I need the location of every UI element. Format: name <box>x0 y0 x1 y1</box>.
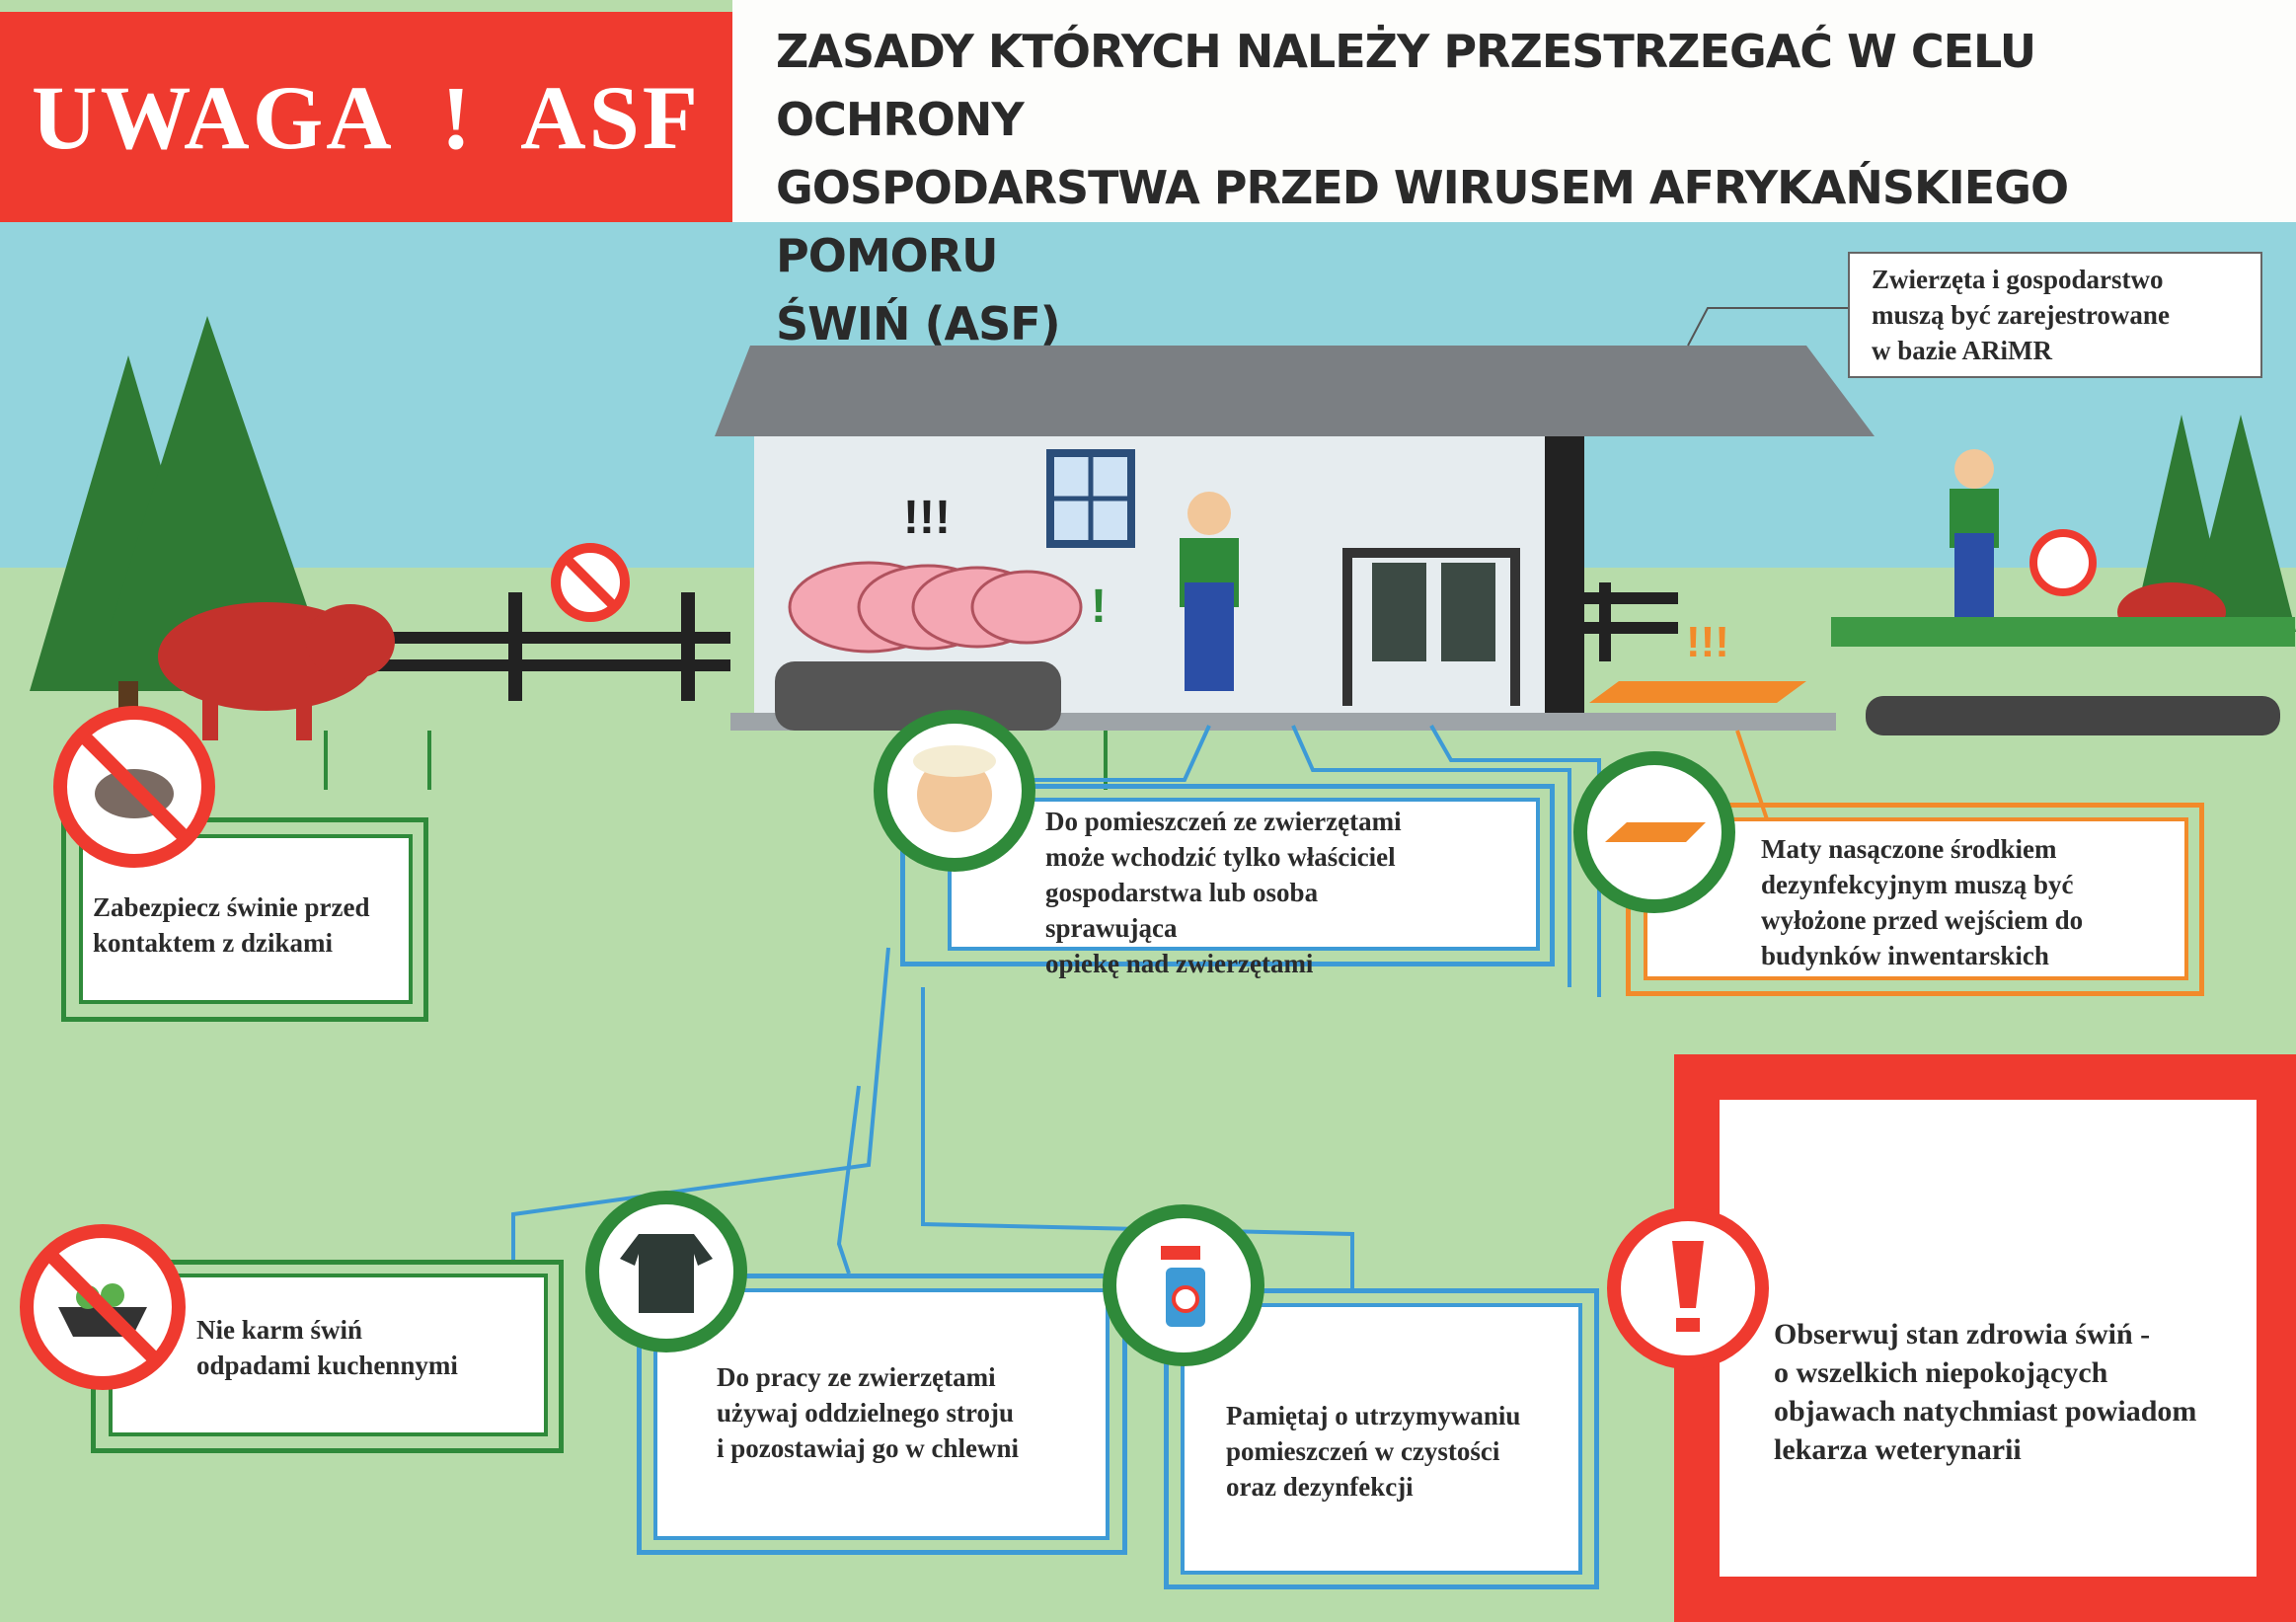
callout-text: o wszelkich niepokojących <box>1774 1356 2108 1389</box>
callout-text: odpadami kuchennymi <box>196 1351 458 1380</box>
no-entry-sign-icon <box>551 543 630 622</box>
shirt-icon <box>585 1191 747 1352</box>
callout-text: pomieszczeń w czystości <box>1226 1436 1500 1466</box>
stones <box>775 661 1061 731</box>
exclamation-marks: !!! <box>903 492 951 544</box>
page-title: ZASADY KTÓRYCH NALEŻY PRZESTRZEGAĆ W CEL… <box>776 18 2257 358</box>
callout-text: lekarza weterynarii <box>1774 1433 2022 1466</box>
callout-text: gospodarstwa lub osoba sprawująca <box>1045 878 1319 943</box>
clothing-callout: Do pracy ze zwierzętami używaj oddzielne… <box>653 1288 1110 1540</box>
callout-text: Maty nasączone środkiem <box>1761 834 2057 864</box>
cleanliness-callout: Pamiętaj o utrzymywaniu pomieszczeń w cz… <box>1181 1303 1582 1575</box>
callout-frame <box>1164 1288 1599 1589</box>
callout-text: używaj oddzielnego stroju <box>717 1398 1014 1428</box>
callout-text: Do pomieszczeń ze zwierzętami <box>1045 807 1402 836</box>
callout-text: objawach natychmiast powiadom <box>1774 1395 2197 1428</box>
fence <box>355 582 1678 701</box>
callout-text: budynków inwentarskich <box>1761 941 2049 970</box>
wild-boar-callout: Zabezpiecz świnie przed kontaktem z dzik… <box>79 834 413 1004</box>
pigs-icon <box>788 561 1083 654</box>
clothes-rack-icon <box>1342 548 1520 706</box>
callout-text: Zwierzęta i gospodarstwo <box>1872 265 2164 294</box>
title-line: ŚWIŃ (ASF) <box>776 297 1061 350</box>
mat-icon <box>1573 751 1735 913</box>
callout-text: kontaktem z dzikami <box>93 928 333 958</box>
farmer-face-icon <box>874 710 1035 872</box>
callout-text: może wchodzić tylko właściciel <box>1045 842 1396 872</box>
callout-text: dezynfekcyjnym muszą być <box>1761 870 2074 899</box>
disinfection-mat-icon <box>1589 681 1806 703</box>
callout-text: opiekę nad zwierzętami <box>1045 949 1314 978</box>
callout-text: Do pracy ze zwierzętami <box>717 1362 996 1392</box>
title-panel <box>732 0 2296 222</box>
farmer-icon <box>1950 449 1999 642</box>
callout-text: Nie karm świń <box>196 1315 362 1345</box>
no-kitchen-waste-icon <box>20 1224 186 1390</box>
no-boar-sign-icon <box>2029 529 2097 596</box>
no-pig-contact-icon <box>53 706 215 868</box>
callout-frame <box>61 817 428 1022</box>
warning-label: UWAGA ! ASF <box>32 66 701 168</box>
tree-icon <box>2132 415 2296 632</box>
callout-text: muszą być zarejestrowane <box>1872 300 2170 330</box>
callout-frame <box>637 1274 1127 1555</box>
exclamation-mark: ! <box>1091 580 1107 633</box>
disinfectant-spray-icon <box>1103 1204 1264 1366</box>
callout-frame <box>900 784 1555 966</box>
tall-grass <box>1831 617 2295 647</box>
registration-connector <box>1687 307 1848 347</box>
callout-text: wyłożone przed wejściem do <box>1761 905 2084 935</box>
callout-text: oraz dezynfekcji <box>1226 1472 1414 1502</box>
health-callout: Obserwuj stan zdrowia świń - o wszelkich… <box>1674 1054 2296 1622</box>
warning-banner: UWAGA ! ASF <box>0 12 732 222</box>
wild-boar-icon <box>158 602 395 740</box>
callout-text: Obserwuj stan zdrowia świń - <box>1774 1318 2151 1351</box>
access-callout: Do pomieszczeń ze zwierzętami może wchod… <box>948 798 1540 978</box>
title-line: GOSPODARSTWA PRZED WIRUSEM AFRYKAŃSKIEGO… <box>776 161 2069 282</box>
exclamation-icon <box>1607 1207 1769 1369</box>
callout-text: w bazie ARiMR <box>1872 336 2052 365</box>
stepping-stones <box>1866 696 2280 735</box>
callout-text: Zabezpiecz świnie przed <box>93 892 370 922</box>
title-line: ZASADY KTÓRYCH NALEŻY PRZESTRZEGAĆ W CEL… <box>776 25 2036 146</box>
callout-text: Pamiętaj o utrzymywaniu <box>1226 1401 1521 1430</box>
exclamation-marks: !!! <box>1686 618 1729 666</box>
registration-callout: Zwierzęta i gospodarstwo muszą być zarej… <box>1848 252 2262 378</box>
farmer-icon <box>1180 492 1239 691</box>
callout-text: i pozostawiaj go w chlewni <box>717 1433 1019 1463</box>
